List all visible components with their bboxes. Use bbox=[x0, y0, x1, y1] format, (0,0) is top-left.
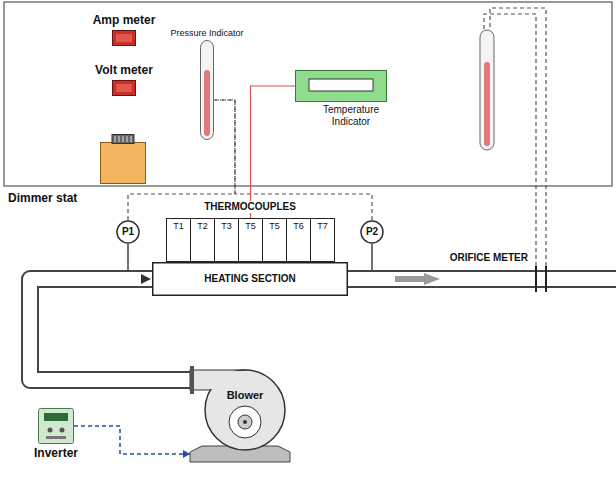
orifice-tap-lines bbox=[484, 8, 546, 266]
node-label: T5 bbox=[245, 221, 256, 231]
outlet-pipe bbox=[348, 279, 616, 280]
thermocouple-wire bbox=[251, 86, 296, 218]
control-panel bbox=[4, 2, 612, 186]
thermocouple-box: T1 bbox=[166, 218, 191, 262]
flow-arrow bbox=[395, 273, 440, 285]
node-label: T2 bbox=[197, 221, 208, 231]
heating-section: HEATING SECTION bbox=[152, 262, 348, 296]
pressure-tap: P1 bbox=[116, 220, 140, 244]
node-label: Temperature Indicator bbox=[315, 104, 387, 127]
node-label: P1 bbox=[122, 226, 134, 238]
thermocouple-box: T6 bbox=[286, 218, 311, 262]
thermocouple-heading: THERMOCOUPLES bbox=[202, 201, 298, 213]
blower: Blower bbox=[190, 362, 290, 462]
node-label: T6 bbox=[293, 221, 304, 231]
arrowhead bbox=[141, 274, 151, 284]
tube-outline bbox=[200, 40, 214, 140]
volt-meter: Volt meter bbox=[112, 80, 136, 96]
node-label: T7 bbox=[317, 221, 328, 231]
dimmer-outline bbox=[100, 134, 146, 184]
thermocouple-box: T3 bbox=[214, 218, 239, 262]
node-label: Inverter bbox=[34, 447, 78, 461]
node-label: Pressure Indicator bbox=[170, 28, 243, 38]
tempind-outline bbox=[295, 70, 387, 102]
amp-meter: Amp meter bbox=[112, 30, 136, 46]
meter-outline bbox=[112, 80, 136, 96]
arrowhead bbox=[183, 450, 190, 458]
thermocouple-box: T5 bbox=[238, 218, 263, 262]
connector-path bbox=[74, 426, 190, 454]
inverter-outline bbox=[38, 408, 74, 444]
thermocouple-box: T2 bbox=[190, 218, 215, 262]
node-label: T5 bbox=[269, 221, 280, 231]
pressure-tap: P2 bbox=[360, 220, 384, 244]
node-label: Dimmer stat bbox=[8, 192, 77, 206]
orifice-label: ORIFICE METER bbox=[448, 252, 530, 264]
pressure-manometer: Pressure Indicator bbox=[200, 40, 214, 140]
blower-outline bbox=[190, 362, 290, 462]
control-signal-arrow bbox=[74, 426, 190, 458]
orifice-manometer bbox=[480, 30, 494, 150]
temperature-indicator: Temperature Indicator bbox=[295, 70, 387, 102]
thermocouple-box: T7 bbox=[310, 218, 335, 262]
node-label: Volt meter bbox=[95, 64, 153, 78]
orifice-plate bbox=[536, 266, 546, 292]
inverter: Inverter bbox=[38, 408, 74, 444]
node-label: Amp meter bbox=[93, 14, 156, 28]
connector-path bbox=[251, 86, 296, 218]
node-label: Blower bbox=[200, 389, 290, 402]
node-label: T3 bbox=[221, 221, 232, 231]
dimmer-stat: Dimmer stat bbox=[100, 134, 146, 184]
thermocouple-box: T5 bbox=[262, 218, 287, 262]
node-label: T1 bbox=[173, 221, 184, 231]
node-label: P2 bbox=[366, 226, 378, 238]
meter-outline bbox=[112, 30, 136, 46]
node-label: HEATING SECTION bbox=[204, 273, 295, 285]
